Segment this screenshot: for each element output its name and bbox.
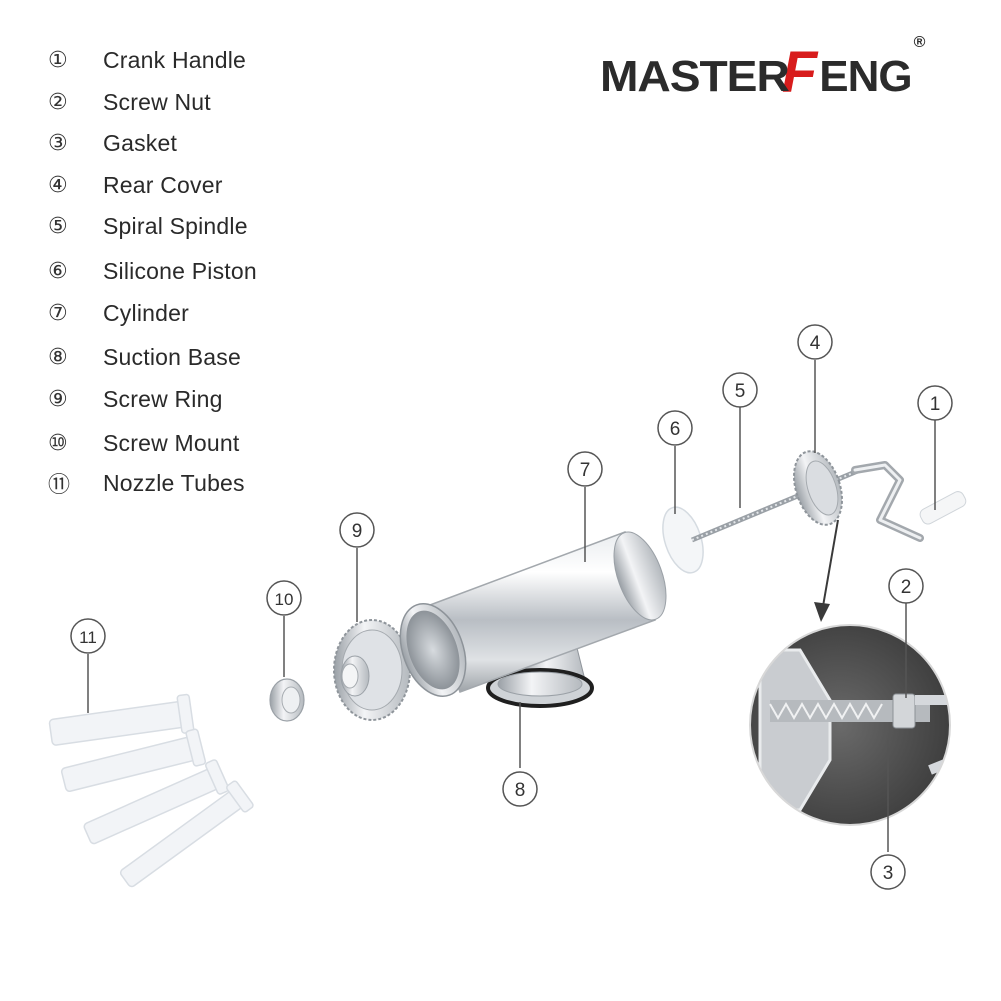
callout-label: 9 <box>352 521 363 542</box>
nozzle-tube <box>83 759 230 845</box>
legend-item-gasket: ③ Gasket <box>48 128 177 158</box>
callout-label: 6 <box>670 419 681 440</box>
legend-number: ⑪ <box>48 473 71 498</box>
legend-item-suction-base: ⑧ Suction Base <box>48 342 241 372</box>
legend-number: ③ <box>48 130 68 156</box>
legend-label: Cylinder <box>103 299 189 326</box>
legend-label: Screw Ring <box>103 385 223 412</box>
legend-number: ⑥ <box>48 258 68 284</box>
legend-number: ⑩ <box>48 430 68 456</box>
legend-number: ④ <box>48 172 68 198</box>
callout-6: 6 <box>657 410 693 446</box>
callout-label: 10 <box>275 590 294 609</box>
callout-label: 2 <box>901 577 912 598</box>
legend-label: Rear Cover <box>103 171 223 198</box>
legend-item-cylinder: ⑦ Cylinder <box>48 298 189 328</box>
legend-number: ⑧ <box>48 344 68 370</box>
callout-8: 8 <box>502 771 538 807</box>
registered-mark: ® <box>913 34 926 51</box>
legend-label: Screw Nut <box>103 88 211 115</box>
legend-number: ⑦ <box>48 300 68 326</box>
callout-leaders <box>87 360 936 852</box>
callout-4: 4 <box>797 324 833 360</box>
legend-item-silicone-piston: ⑥ Silicone Piston <box>48 256 257 286</box>
silicone-piston-part <box>662 506 704 574</box>
callout-label: 3 <box>883 863 894 884</box>
legend-number: ⑤ <box>48 213 68 239</box>
legend-label: Gasket <box>103 129 178 156</box>
callout-label: 11 <box>79 628 97 647</box>
callout-10: 10 <box>266 580 302 616</box>
logo-text-f: F <box>781 40 818 105</box>
nozzle-tube <box>60 728 207 793</box>
zoom-arrow <box>814 519 839 622</box>
callout-7: 7 <box>567 451 603 487</box>
callout-label: 5 <box>735 381 746 402</box>
callout-1: 1 <box>917 385 953 421</box>
legend-number: ⑨ <box>48 386 68 412</box>
legend-number: ① <box>48 47 68 73</box>
nozzle-tube <box>48 693 195 746</box>
legend-item-rear-cover: ④ Rear Cover <box>48 170 223 200</box>
cylinder-part <box>399 531 667 698</box>
legend-number: ② <box>48 89 68 115</box>
callout-5: 5 <box>722 372 758 408</box>
callout-label: 7 <box>580 460 591 481</box>
callout-label: 4 <box>810 333 821 354</box>
legend-item-screw-nut: ② Screw Nut <box>48 87 211 117</box>
zoom-detail-inset <box>749 624 951 826</box>
callout-11: 11 <box>70 618 106 654</box>
brand-logo: MASTER F ENG ® <box>600 32 925 102</box>
screw-mount-part <box>269 678 305 722</box>
callout-2: 2 <box>888 568 924 604</box>
legend-label: Suction Base <box>103 343 241 370</box>
logo-text-eng: ENG <box>819 52 912 101</box>
callout-label: 8 <box>515 780 526 801</box>
legend-label: Silicone Piston <box>103 257 257 284</box>
callout-label: 1 <box>930 394 941 415</box>
screw-ring-part <box>333 619 411 721</box>
legend-item-screw-ring: ⑨ Screw Ring <box>48 384 223 414</box>
legend-item-screw-mount: ⑩ Screw Mount <box>48 428 239 458</box>
nozzle-tubes <box>48 693 254 888</box>
rear-cover-part <box>793 450 843 526</box>
legend-label: Crank Handle <box>103 46 247 73</box>
legend-label: Spiral Spindle <box>103 212 248 239</box>
legend-item-nozzle-tubes: ⑪ Nozzle Tubes <box>48 468 245 499</box>
callout-3: 3 <box>870 854 906 890</box>
legend-item-spiral-spindle: ⑤ Spiral Spindle <box>48 211 248 241</box>
callout-9: 9 <box>339 512 375 548</box>
legend-label: Screw Mount <box>103 429 240 456</box>
legend-label: Nozzle Tubes <box>103 469 245 496</box>
legend-item-crank-handle: ① Crank Handle <box>48 45 246 75</box>
crank-handle-part <box>851 461 967 542</box>
nozzle-tube <box>119 780 254 888</box>
logo-text-master: MASTER <box>600 52 790 101</box>
